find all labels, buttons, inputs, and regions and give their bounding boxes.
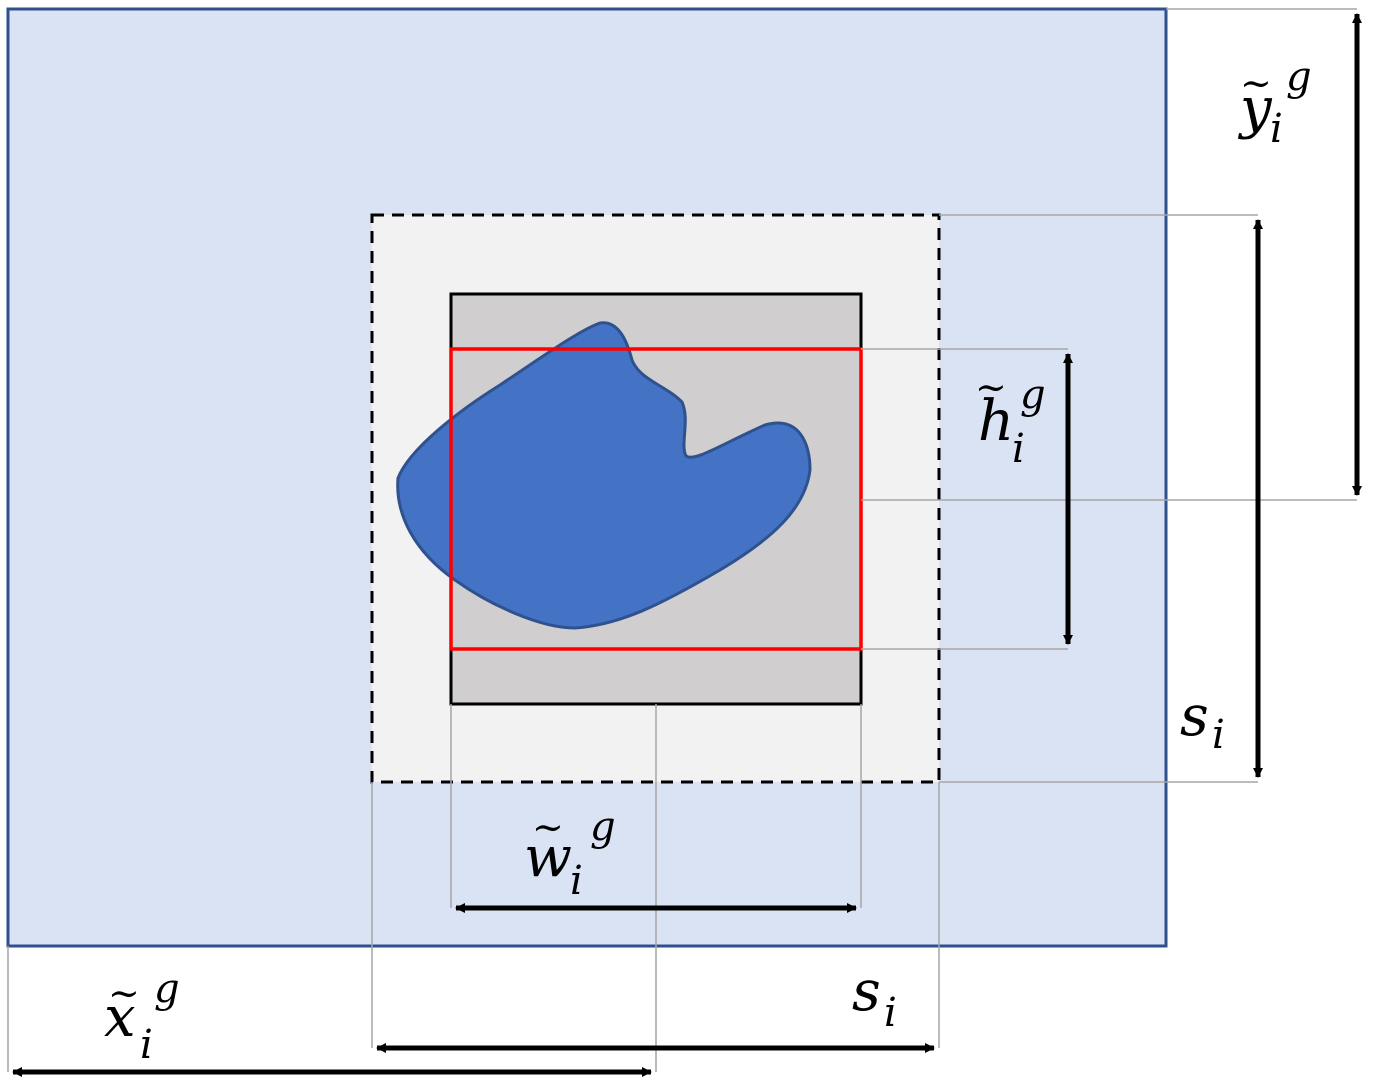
label-x-accent: ~	[108, 971, 140, 1015]
guide-lines	[7, 8, 1357, 1072]
label-h-base: h	[978, 389, 1014, 454]
label-s-right-base: s	[1180, 684, 1209, 749]
label-x-sub: i	[140, 1022, 153, 1068]
label-y-accent: ~	[1240, 61, 1272, 105]
label-x-base: x	[104, 985, 136, 1050]
label-h: h ~ g i	[975, 365, 1046, 472]
object-shape	[396, 321, 812, 630]
label-h-sub: i	[1012, 426, 1025, 472]
label-s-right: s i	[1180, 684, 1225, 758]
label-w-accent: ~	[532, 805, 564, 849]
label-y: y ~ g i	[1237, 54, 1312, 152]
label-w-sub: i	[570, 858, 583, 904]
label-s-bottom: s i	[852, 959, 897, 1036]
label-h-sup: g	[1020, 372, 1046, 418]
label-w-base: w	[524, 825, 572, 890]
label-y-sup: g	[1286, 54, 1312, 100]
label-y-base: y	[1237, 76, 1273, 141]
label-s-right-sub: i	[1212, 712, 1225, 758]
label-s-bottom-sub: i	[884, 990, 897, 1036]
label-w-sup: g	[590, 804, 616, 850]
bounding-box	[449, 347, 863, 651]
label-s-bottom-base: s	[852, 959, 881, 1024]
label-x: x ~ g i	[104, 966, 180, 1068]
label-h-accent: ~	[975, 365, 1007, 409]
label-x-sup: g	[154, 966, 180, 1012]
label-w: w ~ g i	[524, 804, 616, 904]
label-y-sub: i	[1270, 106, 1283, 152]
